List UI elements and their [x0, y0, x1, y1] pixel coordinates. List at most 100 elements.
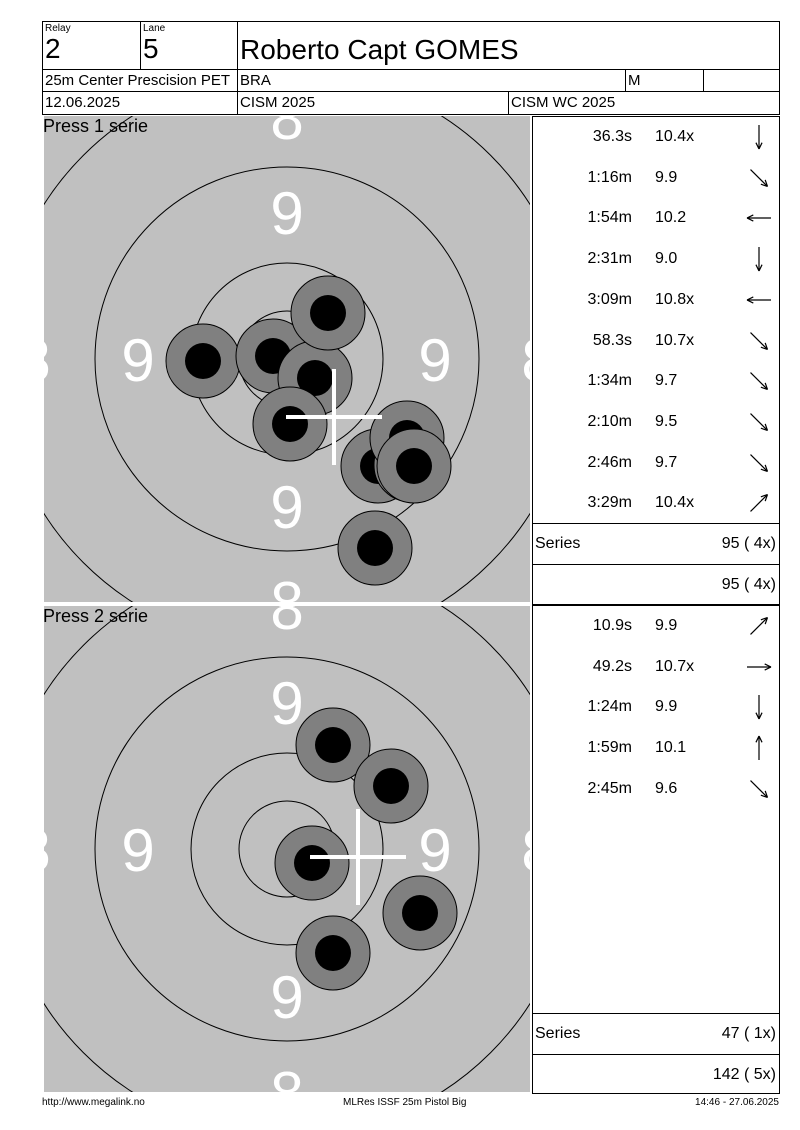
shot-time: 1:59m	[587, 739, 632, 757]
ring-label: 9	[270, 474, 303, 541]
date-cell: 12.06.2025	[42, 91, 238, 115]
direction-arrow-icon	[750, 453, 769, 472]
series-2-running-row: 142 ( 5x)	[533, 1054, 779, 1095]
shot-hole-center	[357, 530, 393, 566]
championship-cell: CISM WC 2025	[508, 91, 780, 115]
ring-label: 8	[270, 570, 303, 602]
direction-arrow-icon	[750, 494, 769, 513]
shot-hole-center	[294, 845, 330, 881]
shot-hole-center	[272, 406, 308, 442]
shot-score: 10.4x	[655, 494, 695, 512]
shot-time: 2:46m	[587, 453, 632, 471]
series-label: Series	[535, 1025, 581, 1042]
series-1-sum-row: Series 95 ( 4x)	[533, 523, 779, 564]
shot-time: 1:24m	[587, 698, 632, 716]
ring-label: 8	[521, 817, 530, 884]
blank-cell	[703, 69, 780, 92]
footer-timestamp: 14:46 - 27.06.2025	[695, 1097, 779, 1108]
direction-arrow-icon	[755, 125, 763, 150]
target-1-svg: 8 9 9 9 9 8 8 8	[44, 116, 530, 602]
lane-cell: Lane 5	[140, 21, 238, 70]
direction-arrow-icon	[755, 735, 763, 761]
shot-score: 9.0	[655, 250, 678, 268]
direction-arrow-icon	[747, 663, 772, 671]
ring-label: 9	[121, 817, 154, 884]
series-total: 95 ( 4x)	[721, 535, 776, 552]
shot-holes	[165, 275, 452, 586]
shot-hole-center	[402, 895, 438, 931]
shot-row: 2:31m 9.0	[533, 239, 779, 279]
shot-hole-center	[315, 727, 351, 763]
shot-time: 2:31m	[587, 250, 632, 268]
ring-label: 9	[121, 327, 154, 394]
ring-label: 8	[270, 606, 303, 642]
ring-10	[190, 752, 384, 946]
ring-label: 8	[270, 116, 303, 152]
series-1-title: Press 1 serie	[43, 116, 149, 136]
ring-label: 9	[418, 817, 451, 884]
gender-cell: M	[625, 69, 704, 92]
shot-score: 10.2	[655, 209, 687, 227]
shooter-name: Roberto Capt GOMES	[240, 34, 519, 65]
group-center-cross	[286, 369, 382, 465]
country: BRA	[240, 72, 271, 89]
shot-hole-center	[310, 295, 346, 331]
footer-software: MLRes ISSF 25m Pistol Big	[343, 1097, 467, 1108]
series-1-running-row: 95 ( 4x)	[533, 564, 779, 605]
shot-row: 3:29m 10.4x	[533, 483, 779, 523]
ring-label: 9	[418, 327, 451, 394]
relay-label: Relay	[45, 23, 71, 34]
ring-label: 9	[270, 180, 303, 247]
shooter-name-cell: Roberto Capt GOMES	[237, 21, 780, 70]
shot-row: 1:24m 9.9	[533, 687, 779, 727]
direction-arrow-icon	[750, 412, 769, 431]
country-cell: BRA	[237, 69, 626, 92]
shot-time: 1:34m	[587, 372, 632, 390]
direction-arrow-icon	[750, 779, 769, 798]
shot-score: 9.9	[655, 617, 678, 634]
direction-arrow-icon	[755, 247, 763, 272]
event-cell: 25m Center Prescision PET	[42, 69, 238, 92]
shot-score: 10.7x	[655, 657, 695, 675]
shot-row: 1:34m 9.7	[533, 361, 779, 401]
shot-time: 3:29m	[587, 494, 632, 512]
relay-cell: Relay 2	[42, 21, 141, 70]
shot-score: 9.7	[655, 453, 678, 471]
ring-label: 9	[270, 670, 303, 737]
direction-arrow-icon	[746, 296, 771, 304]
lane-value: 5	[143, 33, 159, 64]
shot-time: 2:10m	[587, 412, 632, 430]
competition-cell: CISM 2025	[237, 91, 509, 115]
shot-score: 10.7x	[655, 331, 695, 349]
shot-score: 10.8x	[655, 290, 695, 308]
shot-score: 9.7	[655, 372, 678, 390]
target-2-svg: 8 9 9 9 9 8 8 8	[44, 606, 530, 1092]
shot-time: 1:16m	[587, 168, 632, 186]
shot-time: 58.3s	[592, 331, 632, 349]
direction-arrow-icon	[750, 372, 769, 391]
ring-label: 8	[521, 327, 530, 394]
direction-arrow-icon	[746, 214, 771, 222]
running-total: 95 ( 4x)	[721, 576, 776, 593]
shot-time: 1:54m	[587, 209, 632, 227]
ring-label: 8	[44, 817, 51, 884]
shot-score: 9.6	[655, 779, 678, 797]
series-2-target: 8 9 9 9 9 8 8 8	[44, 606, 530, 1092]
lane-label: Lane	[143, 23, 166, 34]
running-total: 142 ( 5x)	[712, 1066, 776, 1083]
shot-row: 2:46m 9.7	[533, 443, 779, 483]
group-center-cross	[310, 809, 406, 905]
direction-arrow-icon	[750, 331, 769, 350]
shot-hole-center	[373, 768, 409, 804]
ring-9	[94, 166, 480, 552]
relay-value: 2	[45, 33, 61, 64]
shot-score: 9.9	[655, 698, 678, 716]
